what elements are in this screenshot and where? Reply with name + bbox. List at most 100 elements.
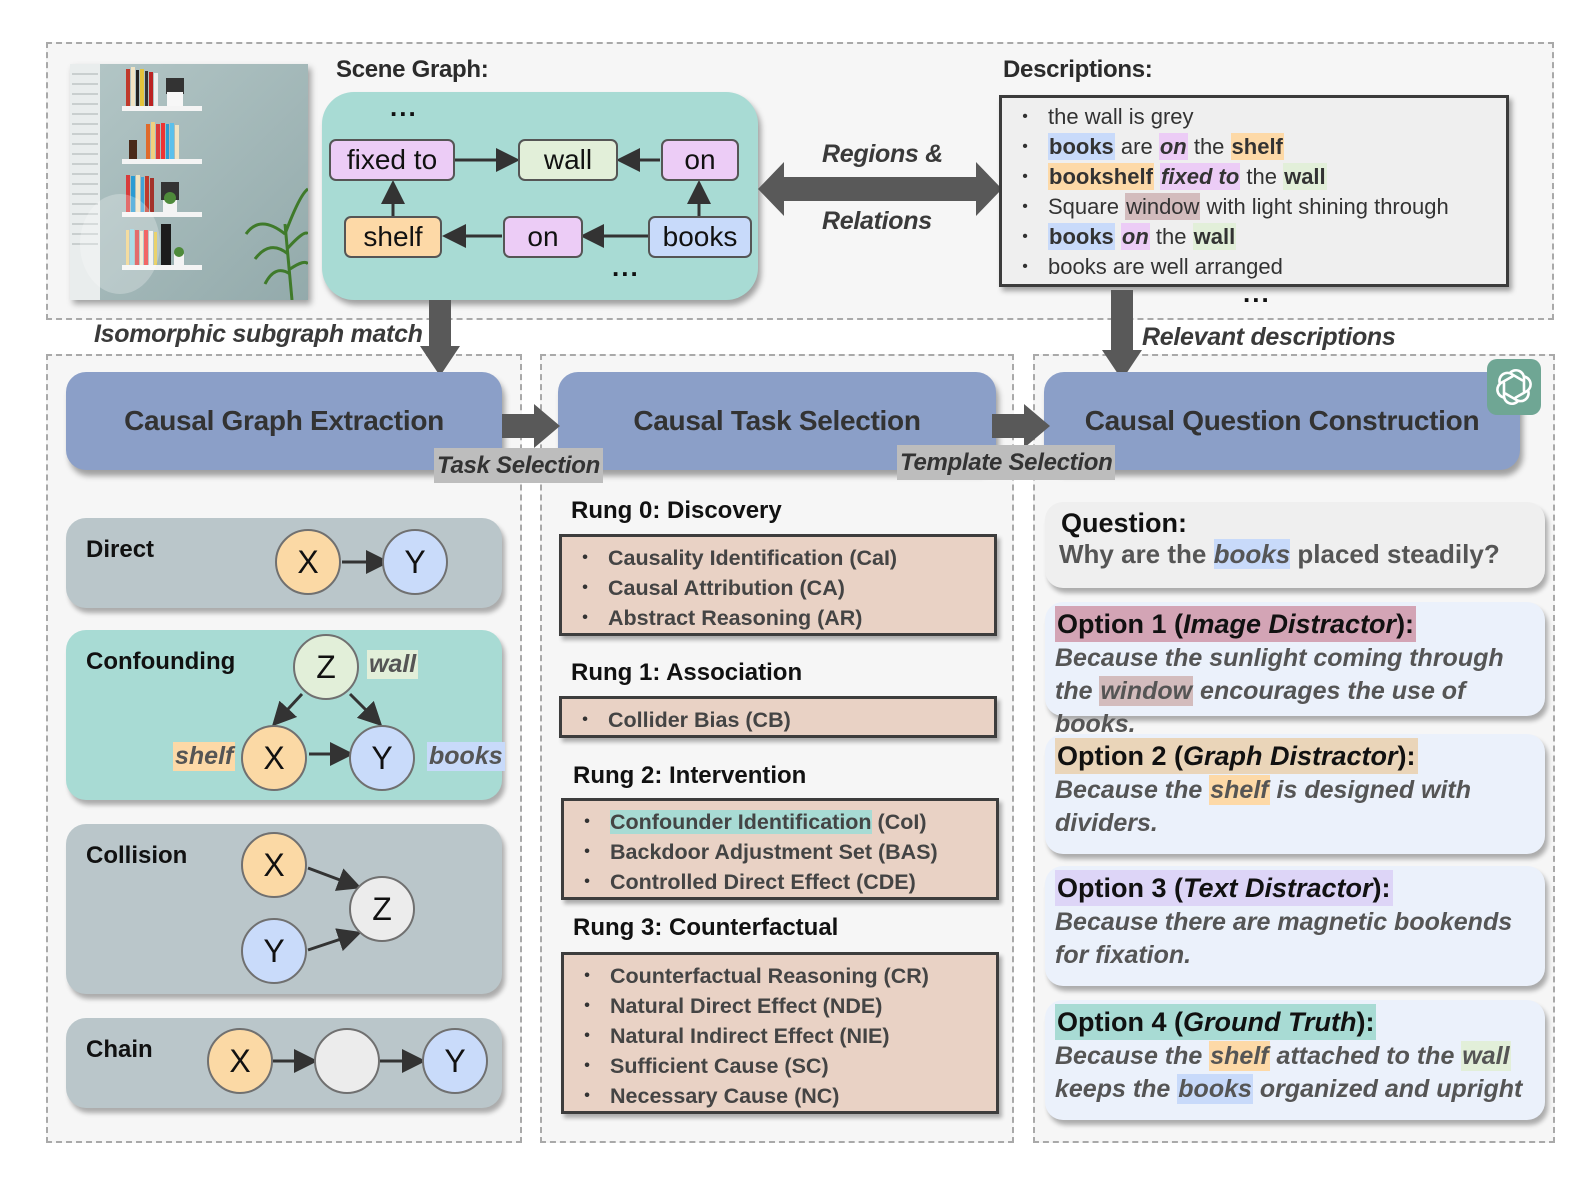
- rung-title: Rung 1: Association: [571, 659, 803, 686]
- bullet-icon: •: [1022, 168, 1028, 185]
- scene-graph: ... ... fixed to wall on shelf on books: [322, 92, 758, 300]
- descriptions-ellipsis: ...: [1243, 278, 1271, 308]
- answer-option[interactable]: Option 3 (Text Distractor):Because there…: [1045, 866, 1545, 986]
- option-text: Because the sunlight coming through the …: [1055, 642, 1535, 741]
- rung-task-item: • Controlled Direct Effect (CDE): [564, 867, 996, 897]
- task-selection-tag: Task Selection: [434, 448, 603, 483]
- node-on-bottom: on: [503, 216, 583, 258]
- option-title: Option 1 (Image Distractor):: [1055, 606, 1417, 642]
- rung-task-box: •Causality Identification (CaI) • Causal A…: [559, 534, 997, 636]
- rung-task-label: Counterfactual Reasoning (CR): [610, 963, 929, 988]
- chain-node-x: X: [207, 1028, 273, 1094]
- isomorphic-match-label: Isomorphic subgraph match: [94, 320, 423, 348]
- rung-title: Rung 2: Intervention: [573, 762, 807, 789]
- option-fragment: Because the sunlight coming through the: [1055, 644, 1504, 705]
- option-text: Because there are magnetic bookends for …: [1055, 906, 1535, 972]
- option-text: Because the shelf attached to the wall k…: [1055, 1040, 1535, 1106]
- description-fragment: with light shining through: [1200, 194, 1449, 219]
- highlighted-term: wall: [1192, 223, 1237, 250]
- option-prefix: Option 3 (: [1057, 873, 1183, 903]
- edge-x-z: [307, 866, 362, 891]
- option-kind: Ground Truth: [1182, 1007, 1357, 1037]
- option-suffix: ):: [1356, 1007, 1375, 1037]
- rung-task-item: •Causality Identification (CaI): [562, 543, 994, 573]
- answer-option[interactable]: Option 4 (Ground Truth):Because the shel…: [1045, 1000, 1545, 1120]
- bullet-icon: •: [1022, 198, 1028, 215]
- relations-label: Relations: [822, 207, 932, 235]
- bullet-icon: •: [584, 873, 590, 890]
- rung-task-item: •Collider Bias (CB): [562, 705, 994, 735]
- option-suffix: ):: [1397, 741, 1416, 771]
- description-fragment: Square: [1048, 194, 1126, 219]
- confounding-label-shelf: shelf: [173, 742, 236, 771]
- node-wall: wall: [518, 139, 618, 181]
- stage-causal-graph-extraction: Causal Graph Extraction: [66, 372, 502, 470]
- chain-node-y: Y: [422, 1028, 488, 1094]
- bullet-icon: •: [584, 813, 590, 830]
- scene-graph-edges: [381, 148, 711, 248]
- relevant-descriptions-label: Relevant descriptions: [1142, 323, 1396, 351]
- graph-card-confounding: Confounding Z X Y wall shelf books: [66, 630, 505, 800]
- bullet-icon: •: [584, 997, 590, 1014]
- node-shelf: shelf: [344, 216, 442, 258]
- description-fragment: the: [1149, 224, 1193, 249]
- edge-y-z: [307, 928, 362, 952]
- chain-edges: [273, 1049, 426, 1073]
- option-prefix: Option 2 (: [1057, 741, 1183, 771]
- bullet-icon: •: [584, 1027, 590, 1044]
- highlighted-term: books: [1048, 133, 1115, 160]
- rung-task-label: Backdoor Adjustment Set (BAS): [610, 839, 938, 864]
- question-card: Question: Why are the books placed stead…: [1045, 502, 1545, 588]
- question-highlight: books: [1213, 539, 1291, 569]
- highlighted-term: shelf: [1230, 133, 1284, 160]
- highlighted-term: window: [1125, 193, 1201, 220]
- question-title: Question:: [1061, 508, 1187, 538]
- rung-task-item: • Confounder Identification (CoI): [564, 807, 996, 837]
- bullet-icon: •: [582, 711, 588, 728]
- option-fragment: encourages the use of books.: [1055, 677, 1466, 738]
- collision-node-z: Z: [349, 876, 415, 942]
- confounding-edges: [271, 692, 383, 766]
- description-fragment: the: [1187, 134, 1231, 159]
- bullet-icon: •: [582, 579, 588, 596]
- highlighted-term: fixed to: [1160, 163, 1241, 190]
- question-post: placed steadily?: [1290, 539, 1500, 569]
- bullet-icon: •: [582, 609, 588, 626]
- description-item: •bookshelf fixed to the wall: [1002, 162, 1506, 192]
- graph-title-direct: Direct: [86, 536, 155, 563]
- bullet-icon: •: [1022, 108, 1028, 125]
- option-prefix: Option 4 (: [1057, 1007, 1183, 1037]
- rung-task-label: Sufficient Cause (SC): [610, 1053, 829, 1078]
- rung-task-item: • Backdoor Adjustment Set (BAS): [564, 837, 996, 867]
- graph-title-confounding: Confounding: [86, 648, 236, 675]
- answer-option[interactable]: Option 2 (Graph Distractor):Because the …: [1045, 734, 1545, 854]
- confounding-node-z: Z: [293, 634, 359, 700]
- highlighted-term: on: [1158, 133, 1188, 160]
- rung-task-box: •Counterfactual Reasoning (CR)•Natural D…: [561, 952, 999, 1114]
- description-fragment: [1115, 224, 1121, 249]
- direct-edges: [342, 550, 390, 574]
- rung-task-label: Confounder Identification (CoI): [610, 809, 927, 835]
- ellipsis-bottom: ...: [612, 252, 640, 282]
- confounding-label-wall: wall: [367, 650, 419, 679]
- graph-title-collision: Collision: [86, 842, 188, 869]
- option-prefix: Option 1 (: [1057, 609, 1183, 639]
- confounding-label-books: books: [427, 742, 505, 771]
- bullet-icon: •: [584, 843, 590, 860]
- rung-task-box: •Collider Bias (CB): [559, 696, 997, 738]
- rung-task-label: Controlled Direct Effect (CDE): [610, 869, 916, 894]
- description-text: books are on the shelf: [1048, 133, 1284, 160]
- right-arrow-1-icon: [502, 404, 560, 448]
- question-text: Why are the books placed steadily?: [1059, 539, 1531, 570]
- description-text: books on the wall: [1048, 223, 1237, 250]
- bookshelf-illustration: [70, 64, 308, 300]
- bullet-icon: •: [584, 967, 590, 984]
- option-fragment: Because the: [1055, 1042, 1210, 1070]
- graph-card-chain: Chain X Y: [66, 1018, 502, 1108]
- description-text: books are well arranged: [1048, 254, 1283, 280]
- rung-task-label: Causal Attribution (CA): [608, 575, 845, 600]
- chain-node-mediator: [314, 1028, 380, 1094]
- answer-option[interactable]: Option 1 (Image Distractor):Because the …: [1045, 602, 1545, 738]
- down-arrow-right-icon: [1102, 290, 1142, 380]
- highlighted-task: Confounder Identification: [610, 809, 872, 834]
